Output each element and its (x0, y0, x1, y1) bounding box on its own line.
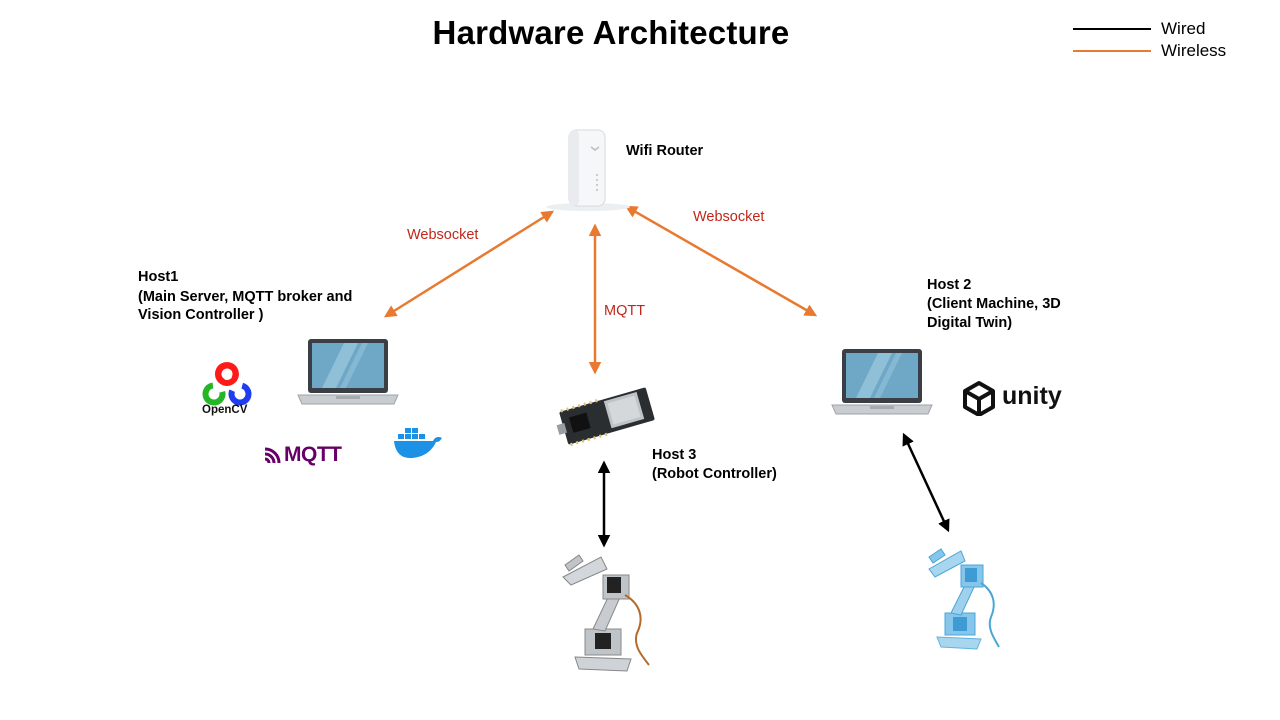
legend-wired-label: Wired (1161, 19, 1206, 38)
host2-title: Host 2 (927, 277, 972, 293)
host2-role-line1: (Client Machine, 3D (927, 296, 1061, 312)
legend: Wired Wireless (1070, 18, 1270, 68)
host1-laptop-icon (296, 338, 400, 410)
legend-wireless-label: Wireless (1161, 41, 1227, 60)
websocket-label-host2: Websocket (693, 209, 765, 225)
legend-wired-line (1073, 28, 1151, 30)
host3-title: Host 3 (652, 447, 697, 463)
mqtt-label: MQTT (604, 303, 646, 319)
mqtt-logo: MQTT (262, 443, 354, 467)
host2-laptop-icon (830, 348, 934, 420)
opencv-wordmark: OpenCV (202, 404, 248, 416)
wired-arrow-host2-twin (902, 432, 950, 533)
opencv-logo (196, 360, 258, 420)
websocket-label-host1: Websocket (407, 227, 479, 243)
unity-wordmark: unity (1002, 382, 1062, 410)
unity-logo: unity (961, 380, 1071, 416)
diagram-title: Hardware Architecture (432, 14, 790, 51)
esp32-board-icon (556, 385, 658, 447)
docker-icon (391, 422, 447, 460)
host2-role-line2: Digital Twin) (927, 315, 1013, 331)
router-icon (545, 125, 635, 215)
host1-role-line2: Vision Controller ) (138, 307, 264, 323)
robot-arm-icon (555, 547, 660, 677)
host1-role-line1: (Main Server, MQTT broker and (138, 289, 353, 305)
wireless-arrow-router-host2 (624, 205, 818, 317)
digital-twin-robot-icon (923, 543, 1005, 655)
host1-title: Host1 (138, 269, 179, 285)
wireless-arrow-router-host1 (383, 210, 555, 318)
host3-role: (Robot Controller) (652, 466, 777, 482)
mqtt-signal-icon (264, 447, 281, 464)
mqtt-wordmark: MQTT (284, 443, 342, 466)
legend-wireless-line (1073, 50, 1151, 52)
router-label: Wifi Router (626, 143, 704, 159)
unity-cube-icon (963, 381, 995, 416)
